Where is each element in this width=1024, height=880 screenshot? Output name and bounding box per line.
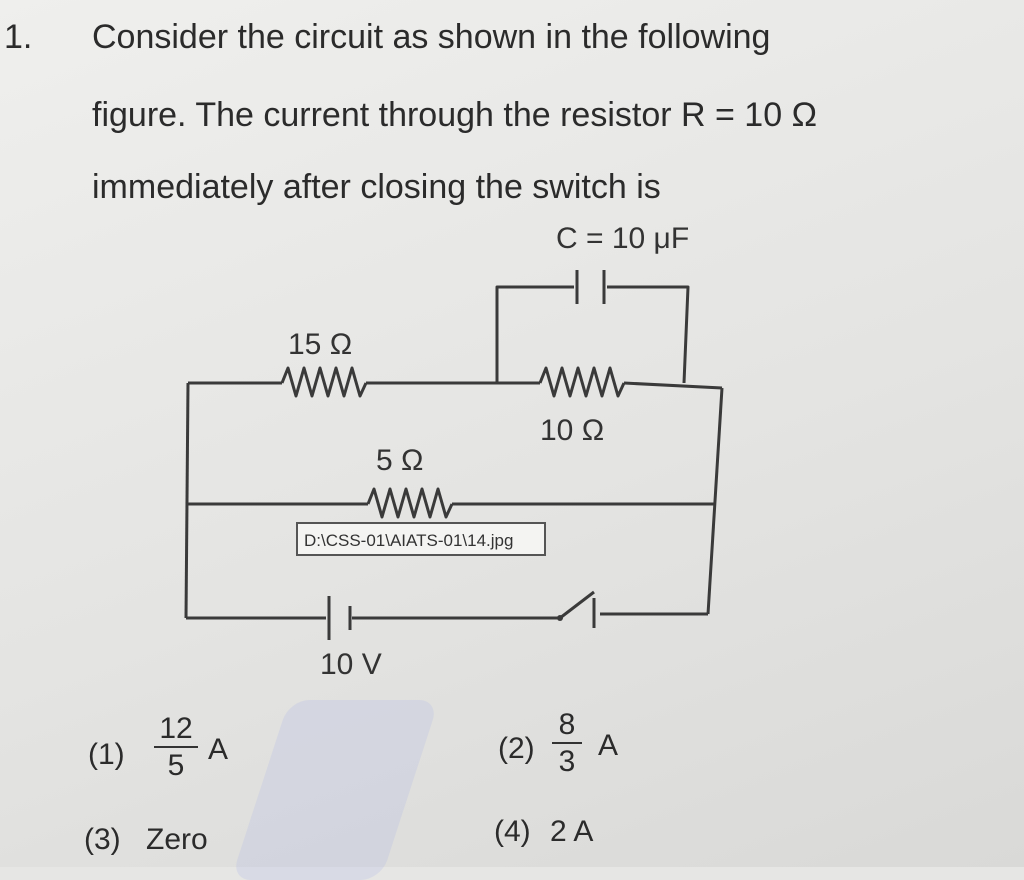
option-1-unit: A (208, 733, 229, 766)
resistor-15-label: 15 Ω (288, 328, 353, 361)
option-2-fraction: 8 3 (552, 708, 582, 780)
option-2-denominator: 3 (558, 745, 576, 778)
wire-right-vertical (706, 387, 724, 615)
file-path-label: D:\CSS-01\AIATS-01\14.jpg (296, 522, 546, 556)
switch-lever (559, 590, 595, 620)
option-3-label: (3) (84, 823, 121, 856)
wire-capacitor-left (495, 285, 574, 383)
option-1-label: (1) (88, 738, 125, 771)
option-2-label: (2) (498, 732, 535, 765)
option-1-numerator: 12 (154, 712, 198, 748)
wire-left-vertical (184, 382, 190, 619)
wire-capacitor-right (607, 285, 690, 384)
question-text-line-3: immediately after closing the switch is (92, 168, 661, 206)
resistor-5-label: 5 Ω (376, 444, 424, 477)
battery-label: 10 V (320, 648, 382, 681)
option-2-unit: A (598, 729, 619, 762)
question-number: 1. (4, 18, 33, 56)
option-2-numerator: 8 (552, 708, 582, 744)
question-text-line-1: Consider the circuit as shown in the fol… (92, 18, 771, 56)
option-1-fraction: 12 5 (154, 712, 198, 784)
option-3-text: Zero (146, 823, 208, 856)
option-4-text: 2 A (550, 815, 594, 848)
wire-top-right (623, 381, 723, 390)
resistor-15-ohm (280, 366, 368, 398)
resistor-10-label: 10 Ω (540, 414, 605, 447)
question-text-line-2: figure. The current through the resistor… (92, 96, 817, 134)
option-4-label: (4) (494, 815, 531, 848)
switch-pivot (557, 615, 563, 621)
resistor-10-ohm (538, 366, 626, 398)
option-1-denominator: 5 (167, 749, 185, 782)
resistor-5-ohm (366, 487, 454, 519)
capacitor-label: C = 10 μF (556, 222, 690, 255)
